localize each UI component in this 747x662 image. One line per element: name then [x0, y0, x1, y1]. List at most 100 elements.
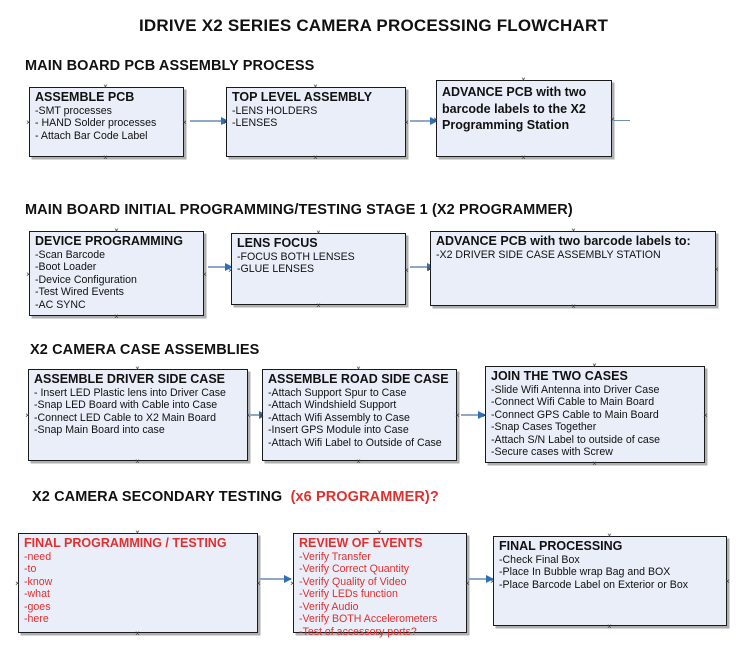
box-line: -Snap Main Board into case	[34, 424, 165, 437]
selection-handle[interactable]	[570, 303, 577, 310]
selection-handle[interactable]	[520, 76, 527, 83]
selection-handle[interactable]	[14, 580, 21, 587]
selection-handle[interactable]	[464, 580, 471, 587]
box-title: ASSEMBLE ROAD SIDE CASE	[268, 372, 449, 386]
arrowhead-icon	[486, 574, 494, 583]
box-line: -GLUE LENSES	[237, 263, 315, 276]
section-heading-4-accent: (x6 PROGRAMMER)?	[290, 489, 439, 505]
box-line: - HAND Solder processes	[35, 117, 157, 130]
box-line: -Snap Cases Together	[491, 421, 597, 434]
selection-handle[interactable]	[134, 458, 141, 465]
box-join-the-two-cases[interactable]: JOIN THE TWO CASES -Slide Wifi Antenna i…	[485, 366, 705, 463]
box-line: -Connect Wifi Cable to Main Board	[491, 396, 655, 409]
box-line: -Attach S/N Label to outside of case	[491, 433, 661, 446]
selection-handle[interactable]	[315, 229, 322, 236]
box-title: REVIEW OF EVENTS	[299, 536, 423, 550]
box-assemble-pcb[interactable]: ASSEMBLE PCB -SMT processes - HAND Solde…	[29, 87, 184, 157]
connector-arrow	[410, 116, 438, 125]
box-title: LENS FOCUS	[237, 236, 318, 250]
box-line: -Attach Wifi Assembly to Case	[268, 411, 410, 424]
box-line: -Device Configuration	[35, 273, 137, 286]
selection-handle[interactable]	[713, 266, 720, 273]
box-line: -Secure cases with Screw	[491, 446, 613, 459]
box-line: -Verify Quality of Video	[299, 575, 407, 588]
selection-handle[interactable]	[403, 267, 410, 274]
box-line-overflow: -Test of accessory ports?	[299, 626, 417, 639]
selection-handle[interactable]	[312, 83, 319, 90]
selection-handle[interactable]	[591, 460, 598, 467]
selection-handle[interactable]	[25, 119, 32, 126]
box-line: -goes	[24, 600, 51, 613]
connector-arrow	[468, 574, 494, 583]
selection-handle[interactable]	[102, 83, 109, 90]
arrowhead-icon	[221, 116, 229, 125]
box-title: DEVICE PROGRAMMING	[35, 234, 183, 248]
selection-handle[interactable]	[702, 412, 709, 419]
selection-handle[interactable]	[134, 365, 141, 372]
box-line: -what	[24, 588, 50, 601]
box-lens-focus[interactable]: LENS FOCUS -FOCUS BOTH LENSES -GLUE LENS…	[231, 233, 406, 305]
box-assemble-driver-side-case[interactable]: ASSEMBLE DRIVER SIDE CASE - Insert LED P…	[28, 369, 248, 461]
selection-handle[interactable]	[181, 119, 188, 126]
box-line: -Attach Support Spur to Case	[268, 386, 407, 399]
section-heading-1: MAIN BOARD PCB ASSEMBLY PROCESS	[25, 58, 315, 74]
box-line: -Snap LED Board with Cable into Case	[34, 399, 218, 412]
selection-handle[interactable]	[606, 532, 613, 539]
box-line: -SMT processes	[35, 104, 112, 117]
selection-handle[interactable]	[24, 412, 31, 419]
box-line: -Verify BOTH Accelerometers	[299, 613, 438, 626]
selection-handle[interactable]	[570, 227, 577, 234]
selection-handle[interactable]	[312, 154, 319, 161]
section-heading-4-text: X2 CAMERA SECONDARY TESTING	[32, 489, 283, 505]
box-line: -LENSES	[232, 117, 278, 130]
connector-arrow	[190, 116, 229, 125]
box-line: -Verify Correct Quantity	[299, 563, 410, 576]
box-line: -here	[24, 613, 49, 626]
box-advance-pcb-station[interactable]: ADVANCE PCB with two barcode labels to t…	[436, 80, 612, 157]
box-line: -know	[24, 575, 53, 588]
box-line: -LENS HOLDERS	[232, 104, 318, 117]
box-review-of-events[interactable]: REVIEW OF EVENTS -Verify Transfer -Verif…	[293, 533, 467, 638]
selection-handle[interactable]	[454, 412, 461, 419]
selection-handle[interactable]	[102, 154, 109, 161]
box-final-processing[interactable]: FINAL PROCESSING -Check Final Box -Place…	[493, 536, 727, 626]
section-heading-2: MAIN BOARD INITIAL PROGRAMMING/TESTING S…	[25, 202, 573, 218]
selection-handle[interactable]	[113, 313, 120, 320]
box-final-programming-testing[interactable]: FINAL PROGRAMMING / TESTING -need -to -k…	[18, 533, 258, 633]
selection-handle[interactable]	[134, 529, 141, 536]
box-assemble-road-side-case[interactable]: ASSEMBLE ROAD SIDE CASE -Attach Support …	[262, 369, 457, 461]
selection-handle[interactable]	[724, 578, 731, 585]
box-line: -Connect LED Cable to X2 Main Board	[34, 411, 216, 424]
selection-handle[interactable]	[606, 623, 613, 630]
box-title: ASSEMBLE PCB	[35, 90, 135, 104]
box-line: -to	[24, 563, 37, 576]
connector-arrow	[461, 410, 486, 419]
box-line: -Verify LEDs function	[299, 588, 398, 601]
selection-handle[interactable]	[201, 271, 208, 278]
selection-handle[interactable]	[403, 119, 410, 126]
box-line: -Scan Barcode	[35, 248, 106, 261]
box-advance-pcb-driver-case[interactable]: ADVANCE PCB with two barcode labels to: …	[430, 231, 716, 306]
selection-handle[interactable]	[376, 529, 383, 536]
selection-handle[interactable]	[134, 630, 141, 637]
selection-handle[interactable]	[25, 271, 32, 278]
selection-handle[interactable]	[520, 154, 527, 161]
box-line: -Boot Loader	[35, 261, 97, 274]
selection-handle[interactable]	[355, 458, 362, 465]
selection-handle[interactable]	[255, 580, 262, 587]
arrowhead-icon	[284, 574, 292, 583]
section-heading-4: X2 CAMERA SECONDARY TESTING (x6 PROGRAMM…	[32, 489, 439, 505]
selection-handle[interactable]	[315, 302, 322, 309]
box-line: -Place Barcode Label on Exterior or Box	[499, 578, 689, 591]
selection-handle[interactable]	[355, 365, 362, 372]
box-device-programming[interactable]: DEVICE PROGRAMMING -Scan Barcode -Boot L…	[29, 231, 204, 316]
box-line: -AC SYNC	[35, 298, 86, 311]
box-line: -Attach Wifi Label to Outside of Case	[268, 436, 442, 449]
selection-handle[interactable]	[591, 362, 598, 369]
box-line: -Slide Wifi Antenna into Driver Case	[491, 383, 660, 396]
selection-handle[interactable]	[113, 227, 120, 234]
box-line: -Connect GPS Cable to Main Board	[491, 408, 659, 421]
box-line: -Place In Bubble wrap Bag and BOX	[499, 566, 671, 579]
box-top-level-assembly[interactable]: TOP LEVEL ASSEMBLY -LENS HOLDERS -LENSES	[226, 87, 406, 157]
